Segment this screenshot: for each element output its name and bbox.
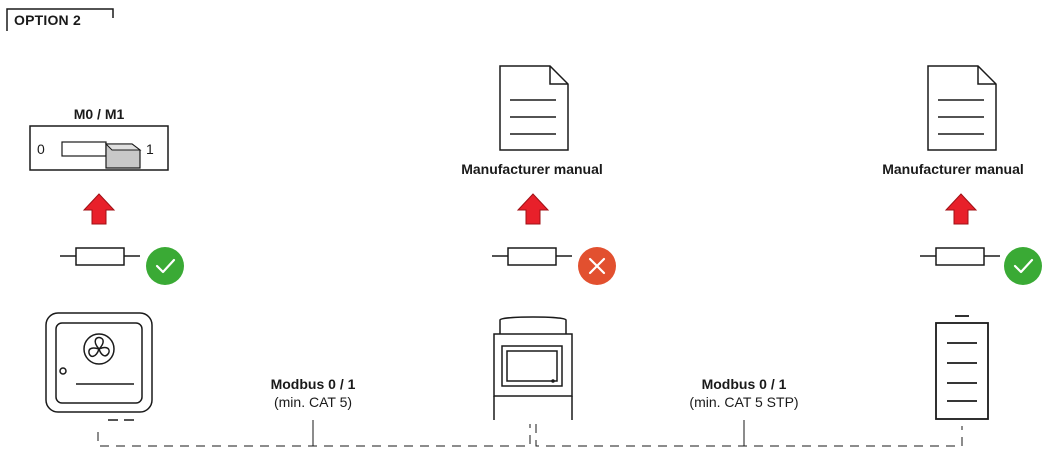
resistor-icon xyxy=(920,247,1000,266)
modbus-label-2: Modbus 0 / 1 xyxy=(701,376,787,392)
check-icon xyxy=(1004,247,1042,285)
cross-icon xyxy=(578,247,616,285)
option-label: OPTION 2 xyxy=(14,12,81,28)
cable-spec-1: (min. CAT 5) xyxy=(273,394,353,410)
resistor-icon xyxy=(60,247,140,266)
manual-document-icon xyxy=(499,65,569,151)
modbus-cable xyxy=(97,424,963,447)
arrow-up-icon xyxy=(82,193,116,225)
switch-right-value: 1 xyxy=(146,141,154,157)
check-icon xyxy=(146,247,184,285)
switch-left-value: 0 xyxy=(37,141,45,157)
resistor-icon xyxy=(492,247,572,266)
modbus-label-1: Modbus 0 / 1 xyxy=(270,376,356,392)
manual-label-meter: Manufacturer manual xyxy=(461,161,603,177)
battery-icon xyxy=(935,315,989,420)
cable-spec-2: (min. CAT 5 STP) xyxy=(689,394,799,410)
meter-icon xyxy=(493,316,573,420)
arrow-up-icon xyxy=(944,193,978,225)
manual-label-battery: Manufacturer manual xyxy=(882,161,1024,177)
switch-title: M0 / M1 xyxy=(73,106,125,122)
inverter-icon xyxy=(45,312,153,421)
dip-switch xyxy=(29,125,169,171)
option-tab-frame xyxy=(6,8,114,31)
manual-document-icon xyxy=(927,65,997,151)
arrow-up-icon xyxy=(516,193,550,225)
